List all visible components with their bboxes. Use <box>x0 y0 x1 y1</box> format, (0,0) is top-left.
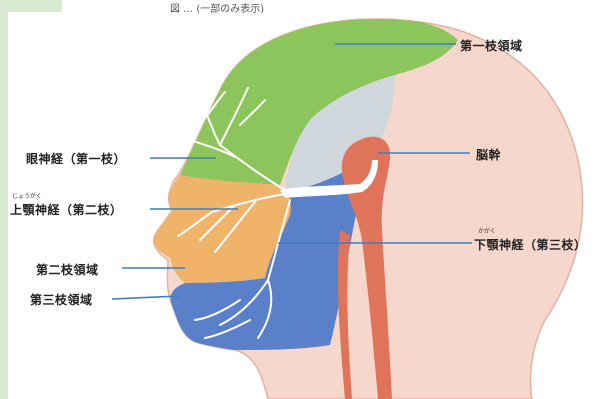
ruby-maxillary: じょうがく <box>12 191 42 200</box>
label-ophthalmic-nerve: 眼神経（第一枝） <box>26 150 126 167</box>
label-mandibular-area: 第三枝領域 <box>30 291 93 308</box>
caption-fragment: 図 … (一部のみ表示) <box>170 0 264 15</box>
label-mandibular-nerve: 下顎神経（第三枝） <box>474 236 587 253</box>
label-brainstem: 脳幹 <box>476 146 501 163</box>
label-maxillary-area: 第二枝領域 <box>36 261 99 278</box>
label-maxillary-nerve: 上顎神経（第二枝） <box>10 201 123 218</box>
label-ophthalmic-area: 第一枝領域 <box>460 37 523 54</box>
ruby-mandibular: かがく <box>478 226 496 235</box>
